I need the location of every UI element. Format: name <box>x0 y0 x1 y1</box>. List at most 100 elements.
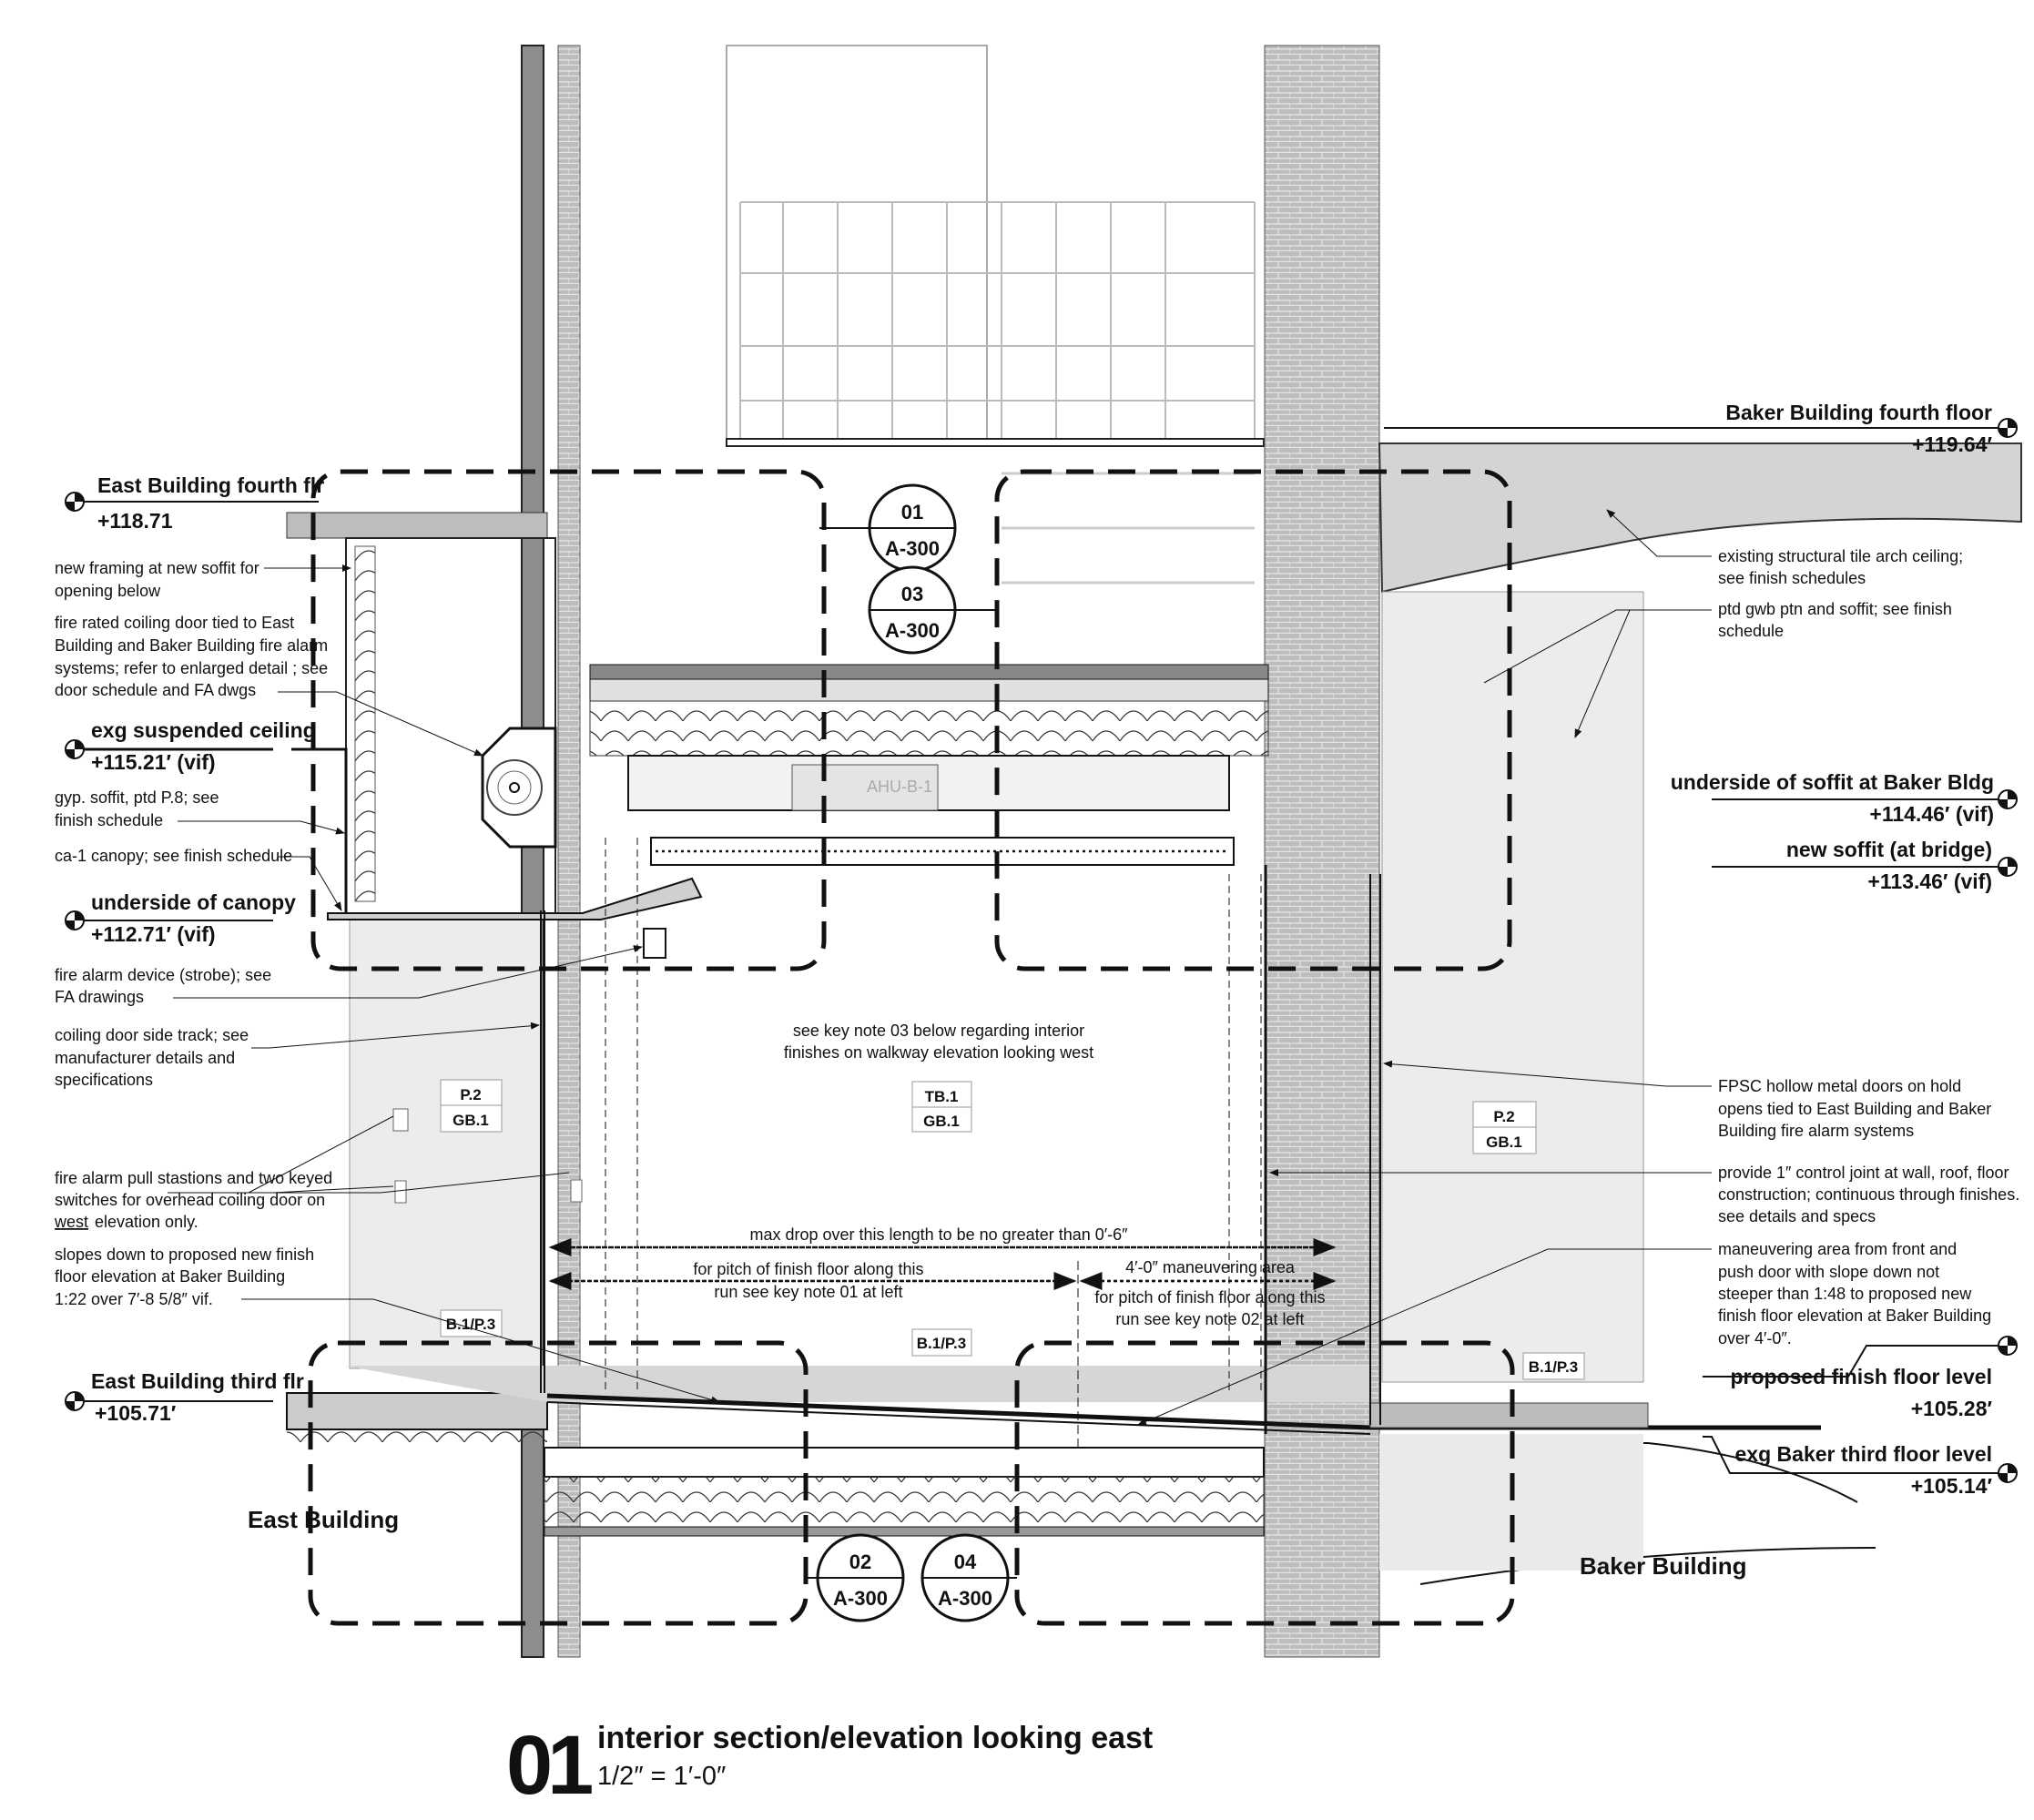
note-text: floor elevation at Baker Building <box>55 1267 285 1286</box>
level-baker-soffit: underside of soffit at Baker Bldg +114.4… <box>1671 770 2018 826</box>
note-text: 1:22 over 7′-8 5/8″ vif. <box>55 1290 213 1308</box>
note-text: fire rated coiling door tied to East <box>55 614 294 632</box>
note-text: ca-1 canopy; see finish schedule <box>55 847 292 865</box>
drawing-title: interior section/elevation looking east <box>597 1721 1153 1755</box>
level-label: East Building fourth flr <box>97 473 324 497</box>
ahu-label: AHU-B-1 <box>867 778 932 796</box>
east-fourth-floor-slab <box>286 512 548 539</box>
note-text: for pitch of finish floor along this <box>1094 1288 1325 1307</box>
base-tag-right: B.1/P.3 <box>1529 1358 1579 1376</box>
coiling-door-side-track <box>540 910 545 1393</box>
key-switch-icon <box>394 1180 407 1204</box>
level-baker-third: exg Baker third floor level +105.14′ <box>1703 1436 2018 1498</box>
bubble-sheet: A-300 <box>833 1587 888 1610</box>
note-text: run see key note 02 at left <box>1115 1310 1304 1328</box>
note-text: coiling door side track; see <box>55 1026 249 1044</box>
finish-tag-center-wall: TB.1 GB.1 <box>911 1081 972 1133</box>
note-coiling-door: fire rated coiling door tied to East Bui… <box>55 614 483 757</box>
base-tags: B.1/P.3 B.1/P.3 B.1/P.3 <box>440 1309 1585 1380</box>
note-text: max drop over this length to be no great… <box>750 1225 1129 1244</box>
bubble-number: 04 <box>954 1551 977 1573</box>
note-text: construction; continuous through finishe… <box>1718 1185 2019 1204</box>
level-elevation: +105.71′ <box>95 1401 177 1425</box>
note-control-joint: provide 1″ control joint at wall, roof, … <box>1269 1164 2019 1225</box>
bridge-roof-assembly <box>589 664 1269 866</box>
note-text: fire alarm pull stastions and two keyed <box>55 1169 332 1187</box>
baker-wall-soffit <box>1381 591 1644 1383</box>
level-east-fourth: East Building fourth flr +118.71 <box>65 473 324 533</box>
note-text: see details and specs <box>1718 1207 1876 1225</box>
detail-bubble-01[interactable]: 01 A-300 <box>819 483 957 573</box>
level-elevation: +115.21′ (vif) <box>91 750 216 774</box>
note-text: finish schedule <box>55 811 163 829</box>
detail-bubble-04[interactable]: 04 A-300 <box>920 1533 1017 1622</box>
level-elevation: +119.64′ <box>1912 432 1993 456</box>
detail-bubble-02[interactable]: 02 A-300 <box>806 1533 905 1622</box>
bubble-sheet: A-300 <box>938 1587 992 1610</box>
level-label: underside of soffit at Baker Bldg <box>1671 770 1994 794</box>
tag-text: P.2 <box>1493 1108 1514 1125</box>
note-text: opens tied to East Building and Baker <box>1718 1100 1991 1118</box>
note-text: 4′-0″ maneuvering area <box>1125 1258 1296 1276</box>
note-text: over 4′-0″. <box>1718 1329 1792 1347</box>
coiling-door-housing-icon <box>481 727 557 849</box>
note-text: switches for overhead coiling door on <box>55 1191 325 1209</box>
note-tile-arch: existing structural tile arch ceiling; s… <box>1606 509 1963 587</box>
dimension-maneuvering: 4′-0″ maneuvering area for pitch of fini… <box>1079 1258 1337 1328</box>
note-pull-stations: fire alarm pull stastions and two keyed … <box>54 1115 570 1231</box>
level-elevation: +112.71′ (vif) <box>91 922 216 946</box>
note-text: provide 1″ control joint at wall, roof, … <box>1718 1164 2009 1182</box>
note-text: systems; refer to enlarged detail ; see <box>55 659 328 677</box>
note-text: FPSC hollow metal doors on hold <box>1718 1077 1961 1095</box>
finish-tag-left-wall: P.2 GB.1 <box>440 1079 503 1133</box>
note-text: specifications <box>55 1071 153 1089</box>
strobe-icon <box>643 928 666 959</box>
note-key03: finishes on walkway elevation looking we… <box>784 1043 1093 1062</box>
bubble-number: 01 <box>901 501 923 524</box>
tag-text: GB.1 <box>1486 1134 1522 1151</box>
note-text: ptd gwb ptn and soffit; see finish <box>1718 600 1952 618</box>
note-text: maneuvering area from front and <box>1718 1240 1957 1258</box>
level-label: exg Baker third floor level <box>1735 1442 1992 1466</box>
tag-text: TB.1 <box>925 1088 959 1105</box>
bridge-floor <box>286 1366 1876 1585</box>
level-canopy: underside of canopy +112.71′ (vif) <box>65 890 296 946</box>
note-text: slopes down to proposed new finish <box>55 1246 314 1264</box>
detail-bubble-03[interactable]: 03 A-300 <box>868 565 997 655</box>
level-label: exg suspended ceiling <box>91 718 316 742</box>
level-baker-fourth: Baker Building fourth floor +119.64′ <box>1384 401 2018 456</box>
label-east-building: East Building <box>248 1506 399 1533</box>
soffit-insulation <box>354 545 376 902</box>
tag-text: P.2 <box>460 1086 481 1103</box>
detail-boundary-02 <box>308 1340 809 1626</box>
note-canopy: ca-1 canopy; see finish schedule <box>55 847 342 911</box>
tag-text: GB.1 <box>453 1112 489 1129</box>
level-new-soffit: new soffit (at bridge) +113.46′ (vif) <box>1712 838 2018 893</box>
base-tag-left: B.1/P.3 <box>446 1316 496 1333</box>
dimension-max-drop: max drop over this length to be no great… <box>548 1225 1337 1256</box>
dimension-pitch-01: for pitch of finish floor along this run… <box>548 1260 1079 1448</box>
upper-window-frame <box>726 45 1265 585</box>
level-elevation: +114.46′ (vif) <box>1869 802 1994 826</box>
level-label: new soffit (at bridge) <box>1786 838 1992 861</box>
level-elevation: +113.46′ (vif) <box>1867 869 1992 893</box>
level-elevation: +118.71 <box>97 509 173 533</box>
level-east-third: East Building third flr +105.71′ <box>65 1369 304 1425</box>
note-text: door schedule and FA dwgs <box>55 681 256 699</box>
note-text: west <box>54 1213 88 1231</box>
finish-tag-right-wall: P.2 GB.1 <box>1472 1101 1537 1154</box>
note-text: existing structural tile arch ceiling; <box>1718 547 1963 565</box>
note-fpsc-doors: FPSC hollow metal doors on hold opens ti… <box>1383 1060 1991 1140</box>
note-text: finish floor elevation at Baker Building <box>1718 1307 1991 1325</box>
level-label: proposed finish floor level <box>1730 1365 1992 1388</box>
base-tag-center: B.1/P.3 <box>917 1335 967 1352</box>
note-text: see finish schedules <box>1718 569 1866 587</box>
note-maneuvering: maneuvering area from front and push doo… <box>1137 1240 1991 1426</box>
baker-brick-column <box>1264 45 1380 1658</box>
note-new-framing: new framing at new soffit for opening be… <box>55 559 351 600</box>
drawing-number: 01 <box>506 1719 592 1812</box>
bubble-sheet: A-300 <box>885 537 940 560</box>
tag-text: GB.1 <box>923 1113 960 1130</box>
